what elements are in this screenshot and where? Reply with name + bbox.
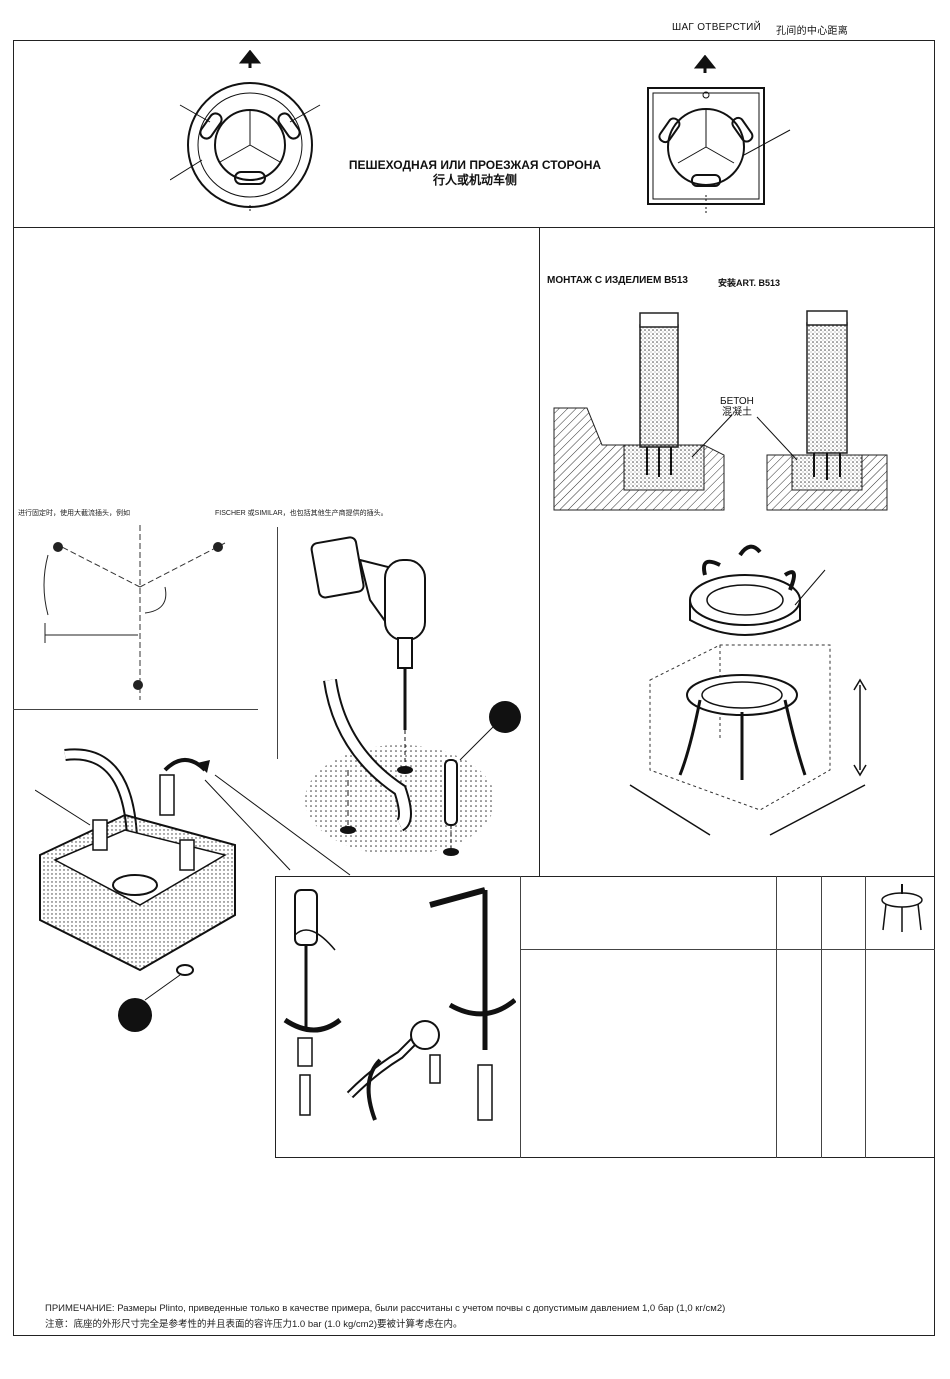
concrete-label: БЕТОН 混凝土 bbox=[720, 396, 754, 418]
table-col-4 bbox=[865, 876, 866, 1158]
hole-pitch-label-ru: ШАГ ОТВЕРСТИЙ bbox=[672, 22, 762, 33]
square-base-drawing bbox=[647, 55, 791, 213]
concrete-install-drawing bbox=[553, 310, 888, 511]
concrete-label-ru: БЕТОН bbox=[720, 396, 754, 407]
drill-divider bbox=[277, 527, 278, 759]
base-assembly-drawing bbox=[35, 748, 236, 1032]
concrete-label-zh: 混凝土 bbox=[721, 407, 752, 418]
tool-drawings bbox=[283, 887, 516, 1121]
spec-table bbox=[275, 876, 935, 1158]
table-row-line bbox=[520, 949, 935, 950]
hole-pitch-label-zh: 孔间的中心距离 bbox=[776, 26, 849, 37]
left-subdivider bbox=[13, 709, 258, 710]
round-base-drawing bbox=[170, 50, 321, 213]
mounting-title-zh: 安装ART. B513 bbox=[718, 278, 781, 288]
drill-drawing bbox=[305, 536, 521, 856]
top-divider bbox=[13, 227, 935, 228]
table-col-2 bbox=[776, 876, 777, 1158]
side-label-zh: 行人或机动车侧 bbox=[432, 173, 517, 187]
side-label: ПЕШЕХОДНАЯ ИЛИ ПРОЕЗЖАЯ СТОРОНА 行人或机动车侧 bbox=[330, 158, 620, 188]
mounting-title-ru: МОНТАЖ С ИЗДЕЛИЕМ В513 bbox=[547, 275, 688, 286]
page-frame bbox=[13, 40, 935, 1336]
bollard-icon bbox=[881, 884, 923, 932]
leader-lines bbox=[204, 774, 351, 876]
side-label-ru: ПЕШЕХОДНАЯ ИЛИ ПРОЕЗЖАЯ СТОРОНА bbox=[348, 158, 602, 172]
footer-note-zh: 注意：底座的外形尺寸完全是参考性的并且表面的容许压力1.0 bar (1.0 k… bbox=[45, 1319, 463, 1330]
ring-mount-drawing bbox=[629, 544, 867, 836]
anchor-note-left: 进行固定时，使用大截流插头，例如 bbox=[18, 510, 130, 517]
table-col-1 bbox=[520, 876, 521, 1158]
hole-layout-drawing bbox=[43, 525, 226, 700]
table-col-3 bbox=[821, 876, 822, 1158]
anchor-note-right: FISCHER 或SIMILAR，也包括其他生产商提供的插头。 bbox=[215, 510, 388, 517]
middle-divider bbox=[539, 227, 540, 877]
footer-note-ru: ПРИМЕЧАНИЕ: Размеры Plinto, приведенные … bbox=[45, 1303, 726, 1314]
